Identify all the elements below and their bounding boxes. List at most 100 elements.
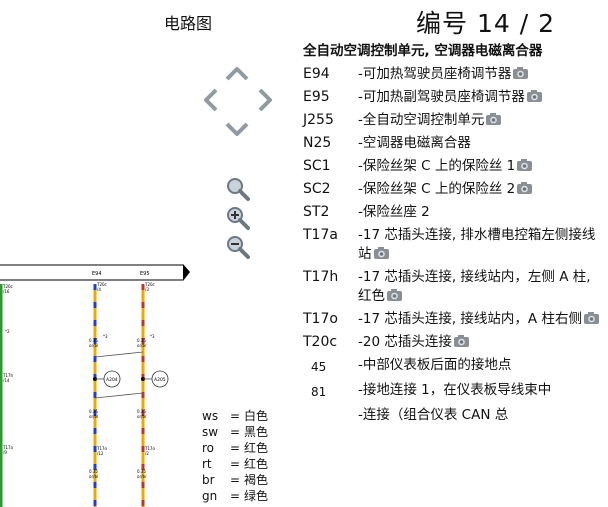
chevron-up-icon[interactable] [223, 59, 251, 87]
circuit-diagram[interactable]: E94 E95 T20c /16 T17h /14 T17a /9 T20c /… [0, 262, 190, 507]
chevron-left-icon[interactable] [196, 86, 224, 114]
wire-gauge: 0.35 [137, 469, 146, 474]
label-a205: A205 [154, 377, 166, 383]
color-equals: = [230, 409, 241, 423]
color-abbr: br [202, 473, 215, 487]
legend-description: -全自动空调控制单元 [358, 111, 603, 130]
color-abbr: sw [202, 425, 219, 439]
color-abbr: gn [202, 489, 218, 503]
legend-description: -空调器电磁离合器 [358, 135, 471, 151]
legend-description: -保险丝架 C 上的保险丝 1 [358, 157, 603, 176]
camera-icon[interactable] [516, 181, 533, 195]
color-equals: = [230, 425, 241, 439]
color-name: 绿色 [244, 489, 269, 503]
color-key-row: ro =红色 [202, 440, 268, 456]
legend-code [303, 406, 358, 425]
color-key-row: br =褐色 [202, 472, 268, 488]
document-number: 编号 14 / 2 [416, 9, 555, 38]
legend-item: J255-全自动空调控制单元 [303, 111, 603, 130]
wire-gauge: 0.35 [89, 469, 98, 474]
connector-a205 [151, 370, 169, 388]
label-ref: *3 [103, 334, 108, 339]
label-pin: /4 [97, 287, 101, 292]
label-pin: /16 [3, 289, 10, 294]
label-t17o: T17o [144, 446, 156, 451]
color-equals: = [230, 441, 241, 455]
label-t20c: T20c [96, 282, 107, 287]
legend-code: E94 [303, 66, 330, 82]
legend-item: -连接（组合仪表 CAN 总 [303, 406, 603, 425]
chevron-down-icon[interactable] [223, 116, 251, 144]
legend-description: -17 芯插头连接, 排水槽电控箱左侧接线站 [358, 227, 596, 262]
camera-icon[interactable] [485, 112, 502, 126]
camera-icon[interactable] [526, 89, 543, 103]
legend-item: N25-空调器电磁离合器 [303, 134, 603, 153]
diagram-arrow-marker [183, 264, 190, 281]
legend-code: 45 [311, 360, 327, 374]
legend-item: SC1-保险丝架 C 上的保险丝 1 [303, 157, 603, 176]
legend-description: -保险丝架 C 上的保险丝 2 [358, 180, 603, 199]
chevron-right-icon[interactable] [252, 86, 280, 114]
color-equals: = [230, 457, 241, 471]
legend-code: T17a [303, 227, 338, 243]
label-e95: E95 [140, 271, 150, 277]
legend-item: T17o-17 芯插头连接, 接线站内，A 柱右侧 [303, 310, 603, 329]
camera-icon[interactable] [512, 66, 529, 80]
connector-a204 [103, 370, 121, 388]
label-pin: /9 [3, 450, 7, 455]
color-name: 白色 [244, 409, 269, 423]
color-equals: = [230, 489, 241, 503]
legend-code: T17o [303, 311, 338, 327]
legend-item: T20c-20 芯插头连接 [303, 333, 603, 352]
camera-icon[interactable] [516, 158, 533, 172]
camera-icon[interactable] [583, 311, 600, 325]
wire-gauge: 0.35 [137, 409, 146, 414]
page-title: 电路图 [164, 14, 213, 33]
legend-item: E94 -可加热驾驶员座椅调节器 [303, 65, 603, 84]
legend-code: T17h [303, 269, 339, 285]
label-e94: E94 [92, 271, 102, 277]
camera-icon[interactable] [386, 288, 403, 302]
color-name: 黑色 [244, 425, 269, 439]
label-t17h: T17h [2, 373, 14, 378]
label-pin: /3 [145, 287, 149, 292]
legend-code: E95 [303, 89, 330, 105]
legend-description: -20 芯插头连接 [358, 333, 603, 352]
legend-item: T17h -17 芯插头连接, 接线站内，左侧 A 柱, 红色 [303, 268, 603, 306]
zoom-out-icon[interactable] [225, 234, 251, 260]
label-t20c: T20c [144, 282, 155, 287]
camera-icon[interactable] [373, 246, 390, 260]
legend-description: -中部仪表板后面的接地点 [358, 357, 512, 373]
color-abbr: rt [202, 457, 212, 471]
legend-description: -可加热副驾驶员座椅调节器 [358, 88, 603, 107]
label-pin: /14 [3, 378, 10, 383]
color-equals: = [230, 473, 241, 487]
connector-line [94, 351, 144, 358]
wire-gauge: 0.35 [89, 338, 98, 343]
wire-gauge: 0.35 [89, 409, 98, 414]
wire-gauge: 0.35 [137, 338, 146, 343]
color-key-row: rt=红色 [202, 456, 268, 472]
connector-line [94, 392, 144, 399]
color-name: 褐色 [244, 473, 269, 487]
legend-description: -17 芯插头连接, 接线站内，左侧 A 柱, 红色 [358, 269, 591, 304]
legend-heading: 全自动空调控制单元, 空调器电磁离合器 [303, 43, 543, 59]
legend-code: SC2 [303, 181, 331, 197]
legend-description: -连接（组合仪表 CAN 总 [358, 407, 509, 423]
color-name: 红色 [244, 441, 269, 455]
zoom-in-icon[interactable] [225, 205, 251, 231]
zoom-fit-icon[interactable] [225, 176, 251, 202]
color-abbr: ro [202, 441, 215, 455]
legend-description: -接地连接 1，在仪表板导线束中 [358, 382, 552, 398]
label-pin: /2 [145, 451, 149, 456]
legend-description: -可加热驾驶员座椅调节器 [358, 65, 603, 84]
wire-color-code: or/bl [89, 343, 98, 348]
component-legend: 全自动空调控制单元, 空调器电磁离合器 E94 -可加热驾驶员座椅调节器 E95 -可… [303, 42, 603, 429]
label-pin: /12 [97, 451, 104, 456]
wire-color-code: or/br [137, 343, 147, 348]
camera-icon[interactable] [453, 334, 470, 348]
legend-item: 81-接地连接 1，在仪表板导线束中 [303, 381, 603, 402]
wire-color-code: or/br [137, 474, 147, 479]
color-abbr: ws [202, 409, 219, 423]
